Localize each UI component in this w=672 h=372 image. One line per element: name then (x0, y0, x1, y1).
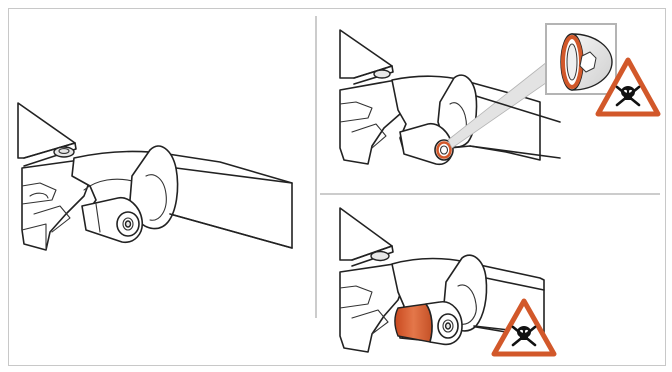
seal-highlight-ring (436, 141, 452, 159)
bottom-right-panel-drawing (339, 207, 557, 357)
plate-screw-br (370, 250, 390, 262)
toxic-hazard-triangle-icon-2 (491, 298, 557, 357)
toxic-hazard-triangle-icon (595, 57, 661, 117)
left-panel-drawing (17, 102, 293, 251)
plate-screw-tr (373, 69, 391, 79)
magnified-seal (560, 33, 613, 91)
outer-frame (8, 8, 666, 366)
contaminated-roller-band (394, 303, 433, 343)
top-right-panel-drawing (339, 23, 661, 166)
